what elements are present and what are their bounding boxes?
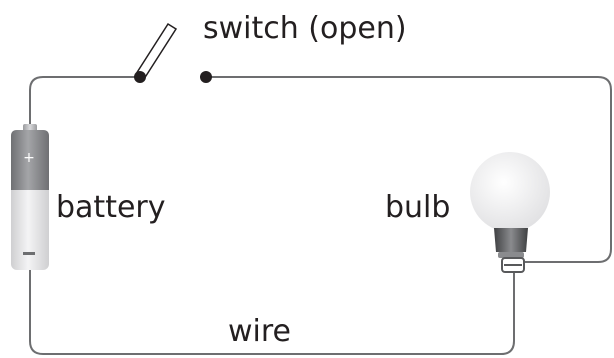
bulb-glass — [470, 152, 550, 232]
wire-label: wire — [228, 314, 291, 349]
battery-positive-end — [11, 130, 49, 190]
battery-label: battery — [56, 190, 166, 225]
switch-label: switch (open) — [203, 11, 407, 46]
switch-contact — [200, 71, 212, 83]
wire — [29, 76, 612, 355]
bulb-label: bulb — [385, 190, 450, 225]
battery: + — [11, 124, 49, 270]
bulb-base — [494, 228, 528, 252]
light-bulb — [470, 152, 550, 273]
switch-pivot — [134, 71, 146, 83]
switch-lever — [134, 22, 178, 81]
switch — [134, 22, 212, 83]
battery-negative-sign — [23, 252, 35, 255]
bulb-base-band — [498, 252, 524, 258]
wire-top-right — [206, 76, 612, 263]
battery-positive-sign: + — [23, 150, 35, 166]
wire-top-left — [29, 76, 140, 130]
wire-bottom — [29, 270, 515, 355]
